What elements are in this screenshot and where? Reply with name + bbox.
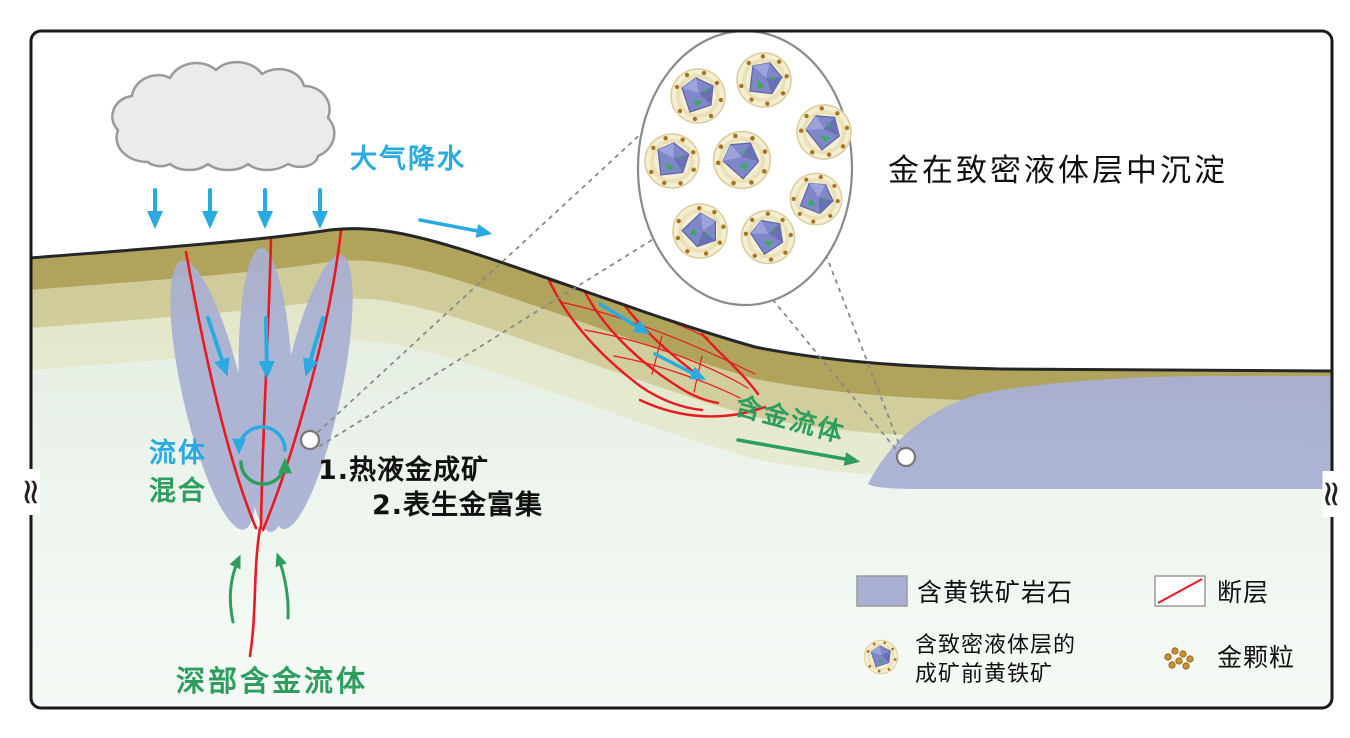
axis-break-symbol: ≈ xyxy=(11,477,52,507)
subsurface-fill xyxy=(32,228,1331,707)
process2-label: 2.表生金富集 xyxy=(372,489,543,521)
down-right-arrow xyxy=(598,302,650,335)
legend-item-gold-particles: 金颗粒 xyxy=(1164,643,1295,672)
pyrite-rock-body-right xyxy=(868,376,1331,489)
fault-line xyxy=(546,276,704,412)
fluid-label: 流体 xyxy=(149,438,207,469)
left-break: ≈ xyxy=(11,469,52,515)
legend-item-pre-ore-pyrite: 含致密液体层的 成矿前黄铁矿 xyxy=(863,633,1076,687)
legend-label-line2: 成矿前黄铁矿 xyxy=(915,662,1053,687)
precipitation-label: 大气降水 xyxy=(350,144,466,175)
rain-arrows xyxy=(147,188,493,238)
mixing-arrow-blue xyxy=(232,425,287,455)
legend-icon-gold-particles xyxy=(1164,647,1194,670)
break-mask xyxy=(1322,471,1341,517)
deep-fluid-arrows xyxy=(228,552,290,624)
legend-label: 断层 xyxy=(1217,578,1269,607)
fault-line xyxy=(261,228,343,532)
process1-label: 1.热液金成矿 xyxy=(318,454,489,486)
zoom-circle-left xyxy=(299,429,321,451)
infiltration-arrow xyxy=(418,218,493,238)
inset-caption: 金在致密液体层中沉淀 xyxy=(888,153,1228,189)
fault-line xyxy=(184,250,258,530)
down-arrow xyxy=(258,316,275,379)
cloud-icon xyxy=(111,61,336,172)
zoom-connector-line xyxy=(772,299,900,454)
legend-item-pyrite-rock: 含黄铁矿岩石 xyxy=(856,575,1073,607)
fault-fracture xyxy=(559,301,756,375)
fault-line xyxy=(700,332,760,396)
terrain-section xyxy=(32,227,1331,707)
up-arrow xyxy=(228,554,241,624)
fault-line xyxy=(638,398,767,418)
fault-line-deep xyxy=(248,526,262,658)
legend-label: 金颗粒 xyxy=(1217,643,1295,672)
zoom-connector-line xyxy=(825,254,902,450)
legend-swatch-pyrite-rock xyxy=(856,575,908,607)
legend-item-fault: 断层 xyxy=(1154,575,1269,607)
up-arrow xyxy=(275,552,290,620)
ground-surface-line xyxy=(32,227,1331,373)
fault-zone-arrows xyxy=(598,302,706,380)
fluid-mixing-arrows xyxy=(232,425,292,486)
break-mask xyxy=(22,469,40,515)
fault-line xyxy=(583,290,720,405)
figure-border xyxy=(29,29,1334,710)
fault-fracture xyxy=(584,329,749,389)
down-arrow xyxy=(206,316,230,377)
axis-break-symbol: ≈ xyxy=(1311,479,1350,509)
legend: 含黄铁矿岩石 断层 含致密液体层的 成矿前黄铁矿 金颗粒 xyxy=(856,575,1295,687)
pyrite-grain xyxy=(669,67,727,125)
deep-fluid-label: 深部含金流体 xyxy=(176,664,368,698)
zoom-connectors xyxy=(317,129,902,454)
down-right-arrow xyxy=(653,352,706,380)
down-arrow xyxy=(303,316,325,377)
mixing-arrow-green xyxy=(239,457,292,486)
zoom-connector-line xyxy=(317,129,646,433)
legend-label: 含黄铁矿岩石 xyxy=(917,578,1073,607)
descending-fluid-arrows xyxy=(206,316,325,379)
fault-line xyxy=(259,236,273,530)
mixing-label: 混合 xyxy=(149,475,207,507)
right-break: ≈ xyxy=(1311,471,1350,517)
zoom-connector-line xyxy=(319,239,653,447)
left-fault-system xyxy=(184,228,343,658)
fault-fracture xyxy=(613,355,741,399)
legend-fault-line xyxy=(1157,578,1203,604)
legend-icon-pyrite xyxy=(863,639,899,675)
legend-label-line1: 含致密液体层的 xyxy=(915,633,1076,658)
gold-fluid-arrow xyxy=(736,438,861,466)
zoom-circle-right xyxy=(895,446,917,468)
